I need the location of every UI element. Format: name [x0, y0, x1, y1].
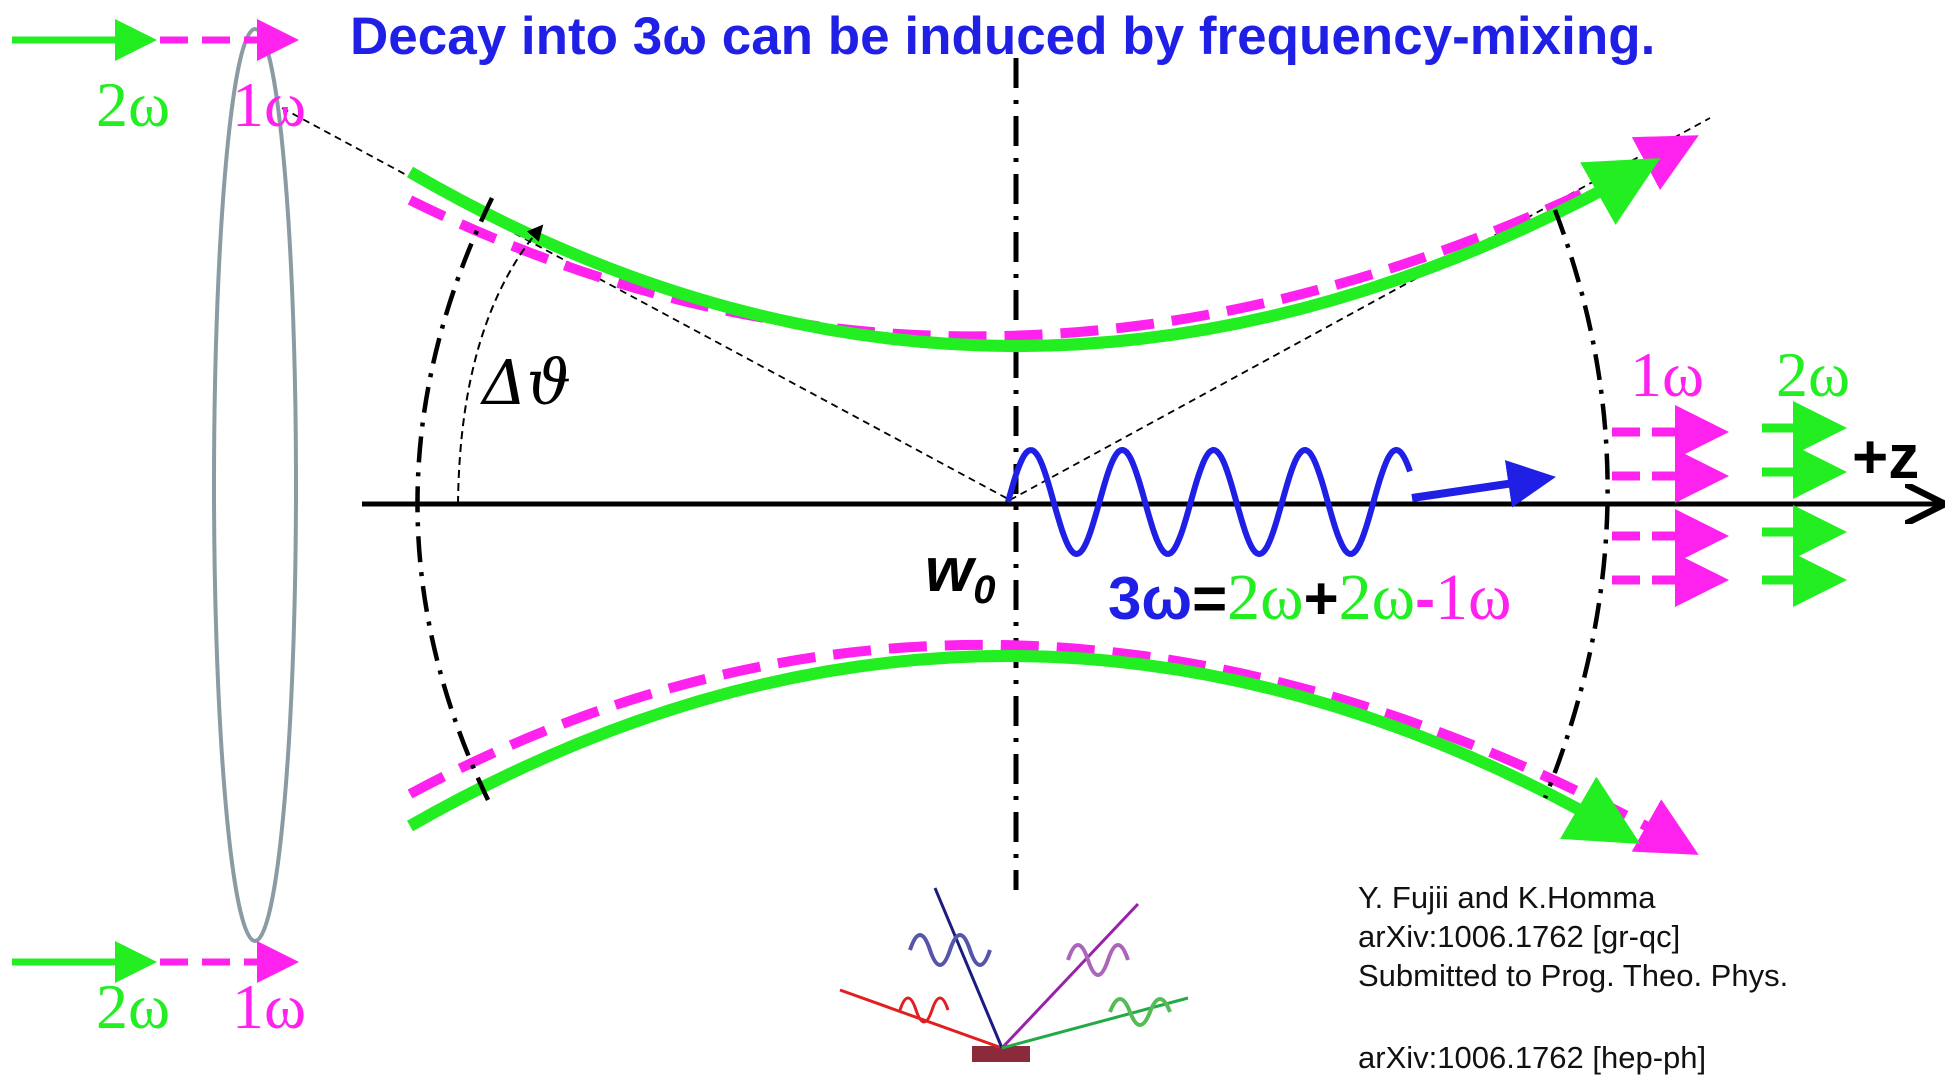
- upper-envelope-2w: [410, 164, 1650, 346]
- reference-line-2: arXiv:1006.1762 [gr-qc]: [1358, 917, 1788, 956]
- waist-label: w0: [925, 535, 995, 613]
- reference-line-3: Submitted to Prog. Theo. Phys.: [1358, 956, 1788, 995]
- reference-line-4: arXiv:1006.1762 [hep-ph]: [1358, 1038, 1706, 1077]
- 3w-arrow: [1412, 478, 1548, 498]
- label-top-1w: 1ω: [232, 68, 306, 142]
- lower-envelope-1w: [410, 645, 1690, 850]
- page-title: Decay into 3ω can be induced by frequenc…: [350, 6, 1940, 67]
- reference-line-1: Y. Fujii and K.Homma: [1358, 878, 1788, 917]
- left-wavefront-arc: [417, 198, 492, 800]
- mixing-equation: 3ω=2ω+2ω-1ω: [1108, 560, 1512, 636]
- focus-ray-upper-left: [282, 108, 1010, 500]
- label-top-2w: 2ω: [96, 68, 170, 142]
- scattering-illustration: [840, 888, 1188, 1062]
- lower-envelope-2w: [410, 656, 1630, 838]
- reference-block: Y. Fujii and K.Homma arXiv:1006.1762 [gr…: [1358, 878, 1788, 995]
- label-right-1w: 1ω: [1630, 338, 1704, 412]
- label-bottom-1w: 1ω: [232, 970, 306, 1044]
- label-right-2w: 2ω: [1776, 338, 1850, 412]
- focusing-lens: [214, 29, 296, 941]
- delta-theta-label: Δϑ: [482, 346, 571, 419]
- axis-label: +z: [1852, 422, 1919, 493]
- label-bottom-2w: 2ω: [96, 970, 170, 1044]
